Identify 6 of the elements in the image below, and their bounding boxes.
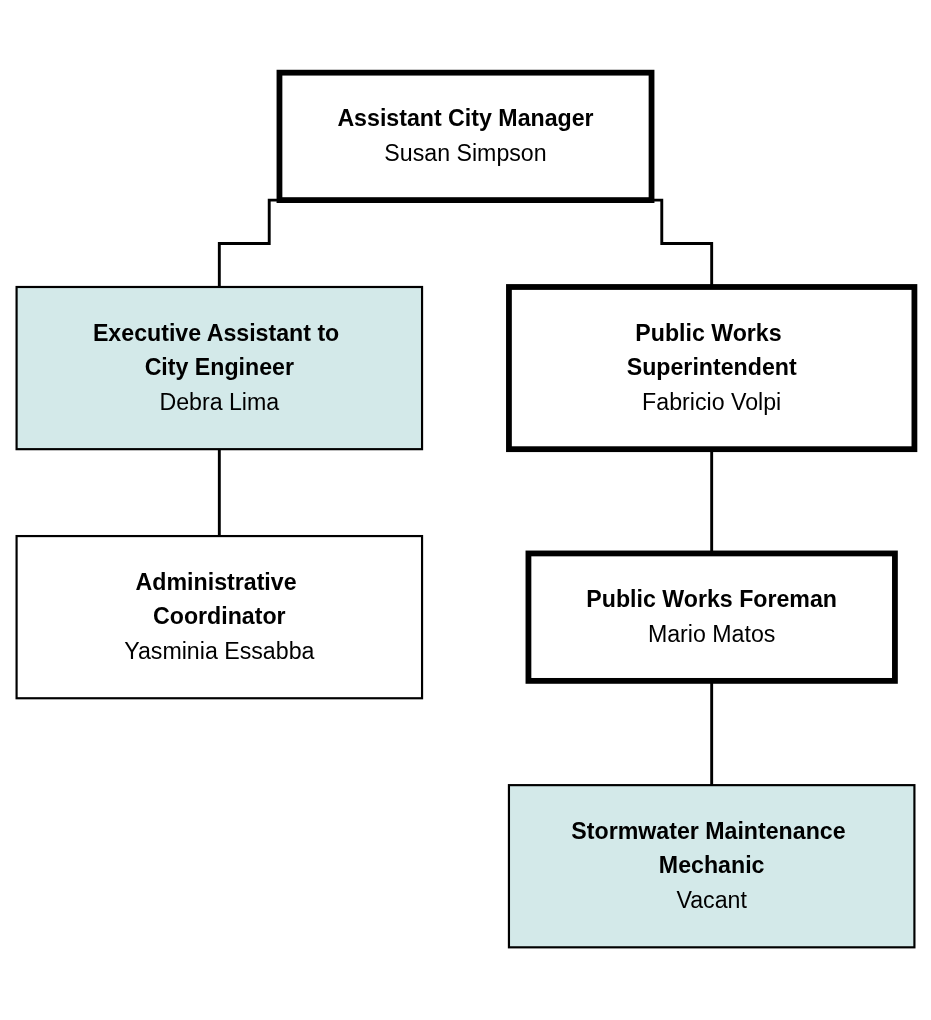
- node-box: Public Works Foreman Mario Matos: [525, 550, 898, 684]
- node-box: Administrative Coordinator Yasminia Essabba: [15, 535, 424, 700]
- node-box: Stormwater Maintenance Mechanic Vacant: [507, 784, 916, 949]
- node-box: Assistant City Manager Susan Simpson: [276, 69, 655, 203]
- node-box: Executive Assistant to City Engineer Debra Lima: [15, 285, 424, 451]
- node-box: Public Works Superintendent Fabricio Volpi: [506, 284, 918, 453]
